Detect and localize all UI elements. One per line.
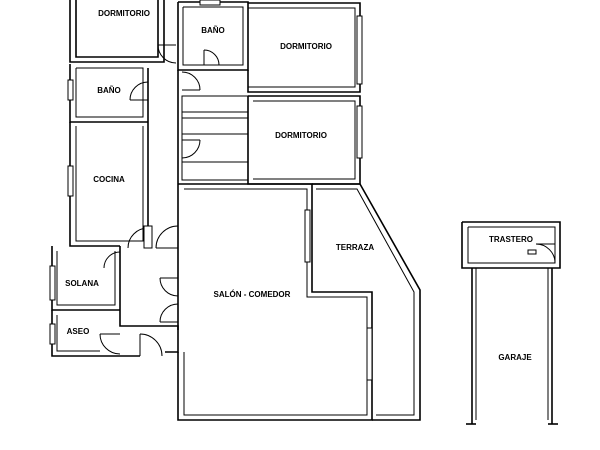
door-salon-double-arc-b bbox=[159, 303, 179, 323]
window-bano-top bbox=[199, 0, 221, 6]
door-bano-top-arc bbox=[203, 49, 220, 66]
wall-bano-top bbox=[177, 1, 249, 71]
room-label-terraza: TERRAZA bbox=[336, 243, 374, 252]
room-label-dormitorio-mid: DORMITORIO bbox=[275, 131, 327, 140]
window-dormitorio-mid bbox=[356, 105, 363, 159]
wall-solana-inner bbox=[56, 251, 116, 306]
room-label-bano-left: BAÑO bbox=[97, 86, 121, 95]
wall-bano-left-inner bbox=[75, 67, 144, 118]
door-salon-hall-arc bbox=[155, 225, 179, 249]
wall-dormitorio-top-right bbox=[247, 2, 361, 93]
door-bano-left-arc bbox=[129, 81, 149, 101]
wall-bano-top-inner bbox=[182, 6, 244, 66]
room-labels: DORMITORIO BAÑO DORMITORIO BAÑO DORMITOR… bbox=[65, 9, 533, 362]
door-dormitorio-top-right-arc bbox=[181, 71, 201, 91]
door-trastero-arc bbox=[535, 243, 556, 264]
wall-aseo-inner bbox=[56, 315, 100, 352]
wall-dormitorio-top-left bbox=[69, 0, 165, 63]
door-cocina-frame bbox=[143, 225, 153, 249]
wall-trastero bbox=[461, 221, 561, 269]
wall-dormitorio-top-right-inner bbox=[248, 7, 356, 88]
room-label-dormitorio-top-right: DORMITORIO bbox=[280, 42, 332, 51]
room-label-salon-comedor: SALÓN - COMEDOR bbox=[214, 290, 291, 299]
wall-terraza-inner bbox=[316, 188, 415, 416]
doors bbox=[99, 44, 556, 357]
door-salon-double-arc-a bbox=[159, 277, 179, 297]
wall-corridor-closet bbox=[181, 95, 248, 113]
room-label-solana: SOLANA bbox=[65, 279, 99, 288]
wall-corridor-closet-3 bbox=[181, 161, 248, 181]
window-dormitorio-top-right bbox=[356, 15, 363, 85]
door-solana-arc bbox=[103, 251, 121, 269]
windows bbox=[49, 0, 537, 381]
room-label-garaje: GARAJE bbox=[498, 353, 532, 362]
window-trastero bbox=[527, 249, 537, 255]
door-dormitorio-mid-arc bbox=[181, 139, 201, 159]
wall-corridor-closet-2 bbox=[181, 117, 248, 135]
wall-salon-inner bbox=[183, 188, 368, 416]
window-salon-terraza bbox=[304, 209, 311, 263]
room-label-dormitorio-top-left: DORMITORIO bbox=[98, 9, 150, 18]
room-label-trastero: TRASTERO bbox=[489, 235, 533, 244]
room-label-cocina: COCINA bbox=[93, 175, 125, 184]
door-entrance-arc bbox=[139, 333, 163, 357]
room-label-bano-top: BAÑO bbox=[201, 26, 225, 35]
window-bano-left bbox=[67, 79, 74, 101]
door-dormitorio-top-left-arc bbox=[157, 44, 177, 64]
room-label-aseo: ASEO bbox=[67, 327, 90, 336]
window-solana bbox=[49, 265, 56, 301]
window-cocina bbox=[67, 165, 74, 197]
wall-dormitorio-mid-inner bbox=[253, 100, 356, 180]
wall-cocina bbox=[69, 122, 120, 247]
wall-cocina-inner bbox=[75, 126, 144, 242]
wall-terraza bbox=[312, 183, 421, 421]
door-salon-double bbox=[160, 277, 178, 323]
wall-salon bbox=[177, 183, 373, 421]
window-salon-right bbox=[366, 327, 373, 381]
window-aseo bbox=[49, 323, 56, 345]
door-aseo-arc bbox=[99, 333, 121, 355]
wall-dormitorio-top-left-inner bbox=[75, 0, 159, 58]
